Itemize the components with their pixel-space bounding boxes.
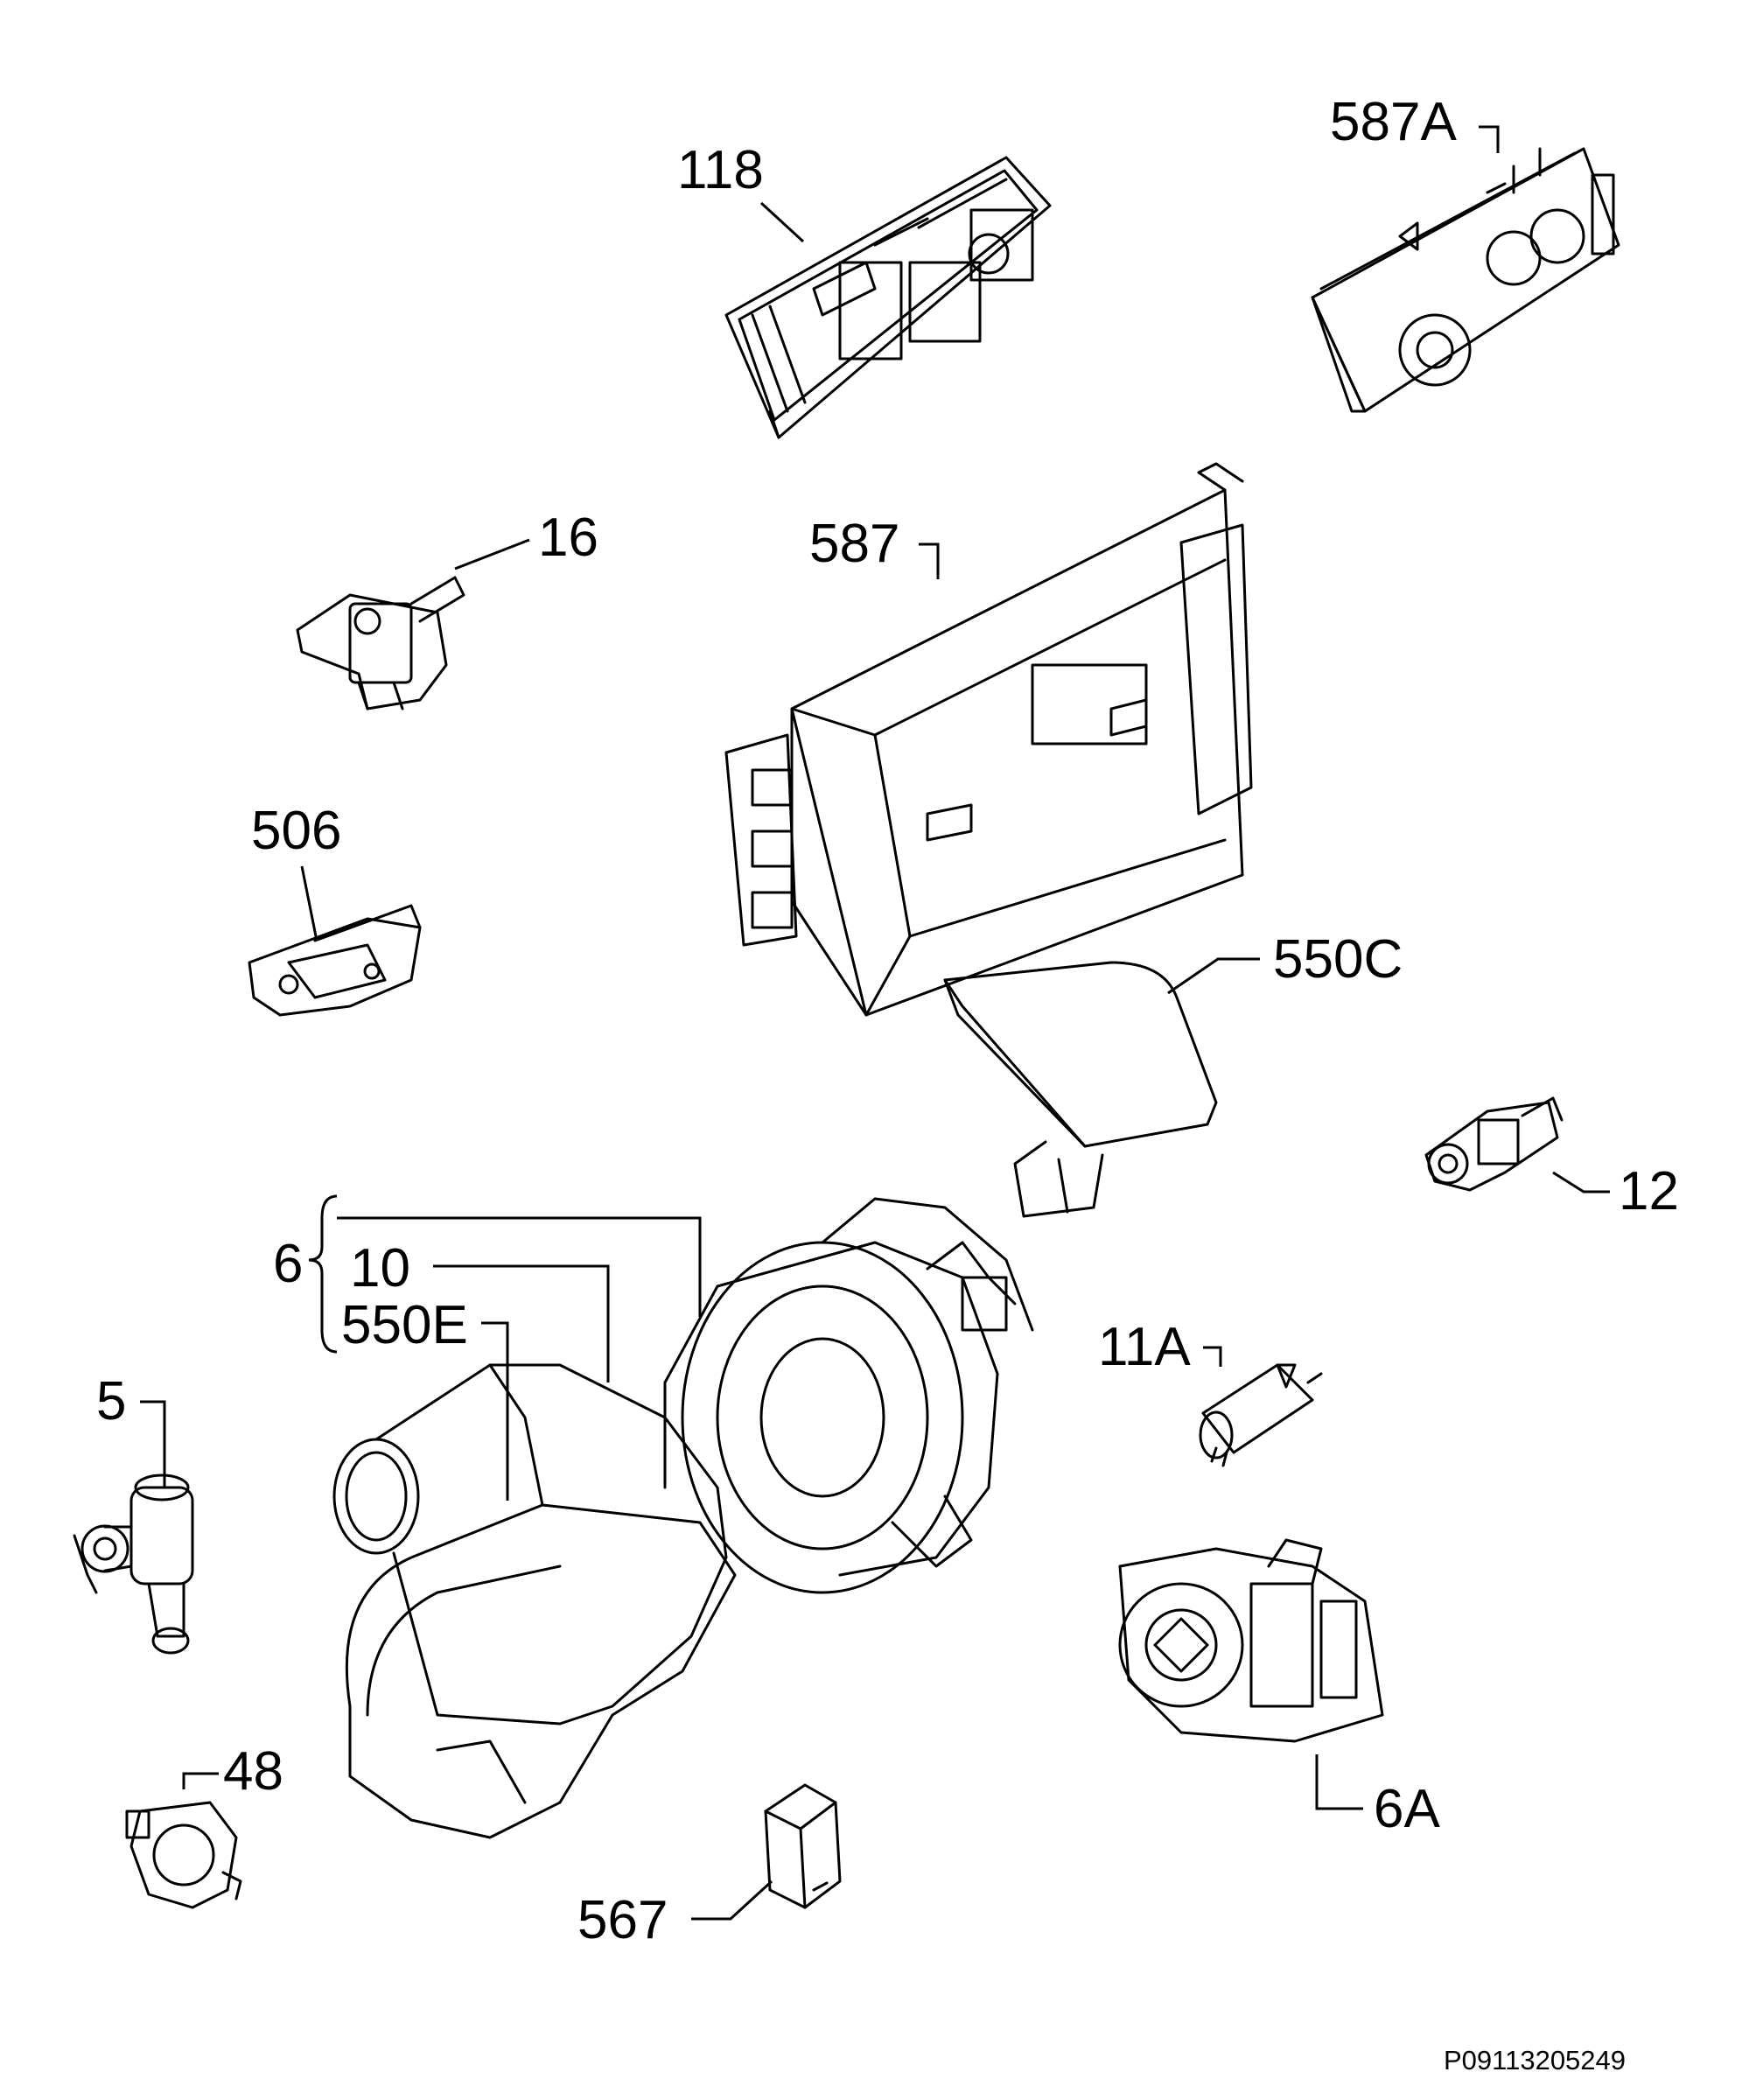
brace-6: [308, 1194, 338, 1354]
label-48: 48: [223, 1741, 283, 1802]
leader-587a: [1479, 125, 1500, 153]
part-5-inlet-valve: [73, 1474, 194, 1655]
part-12-sensor: [1424, 1096, 1564, 1192]
part-587a-selector-module: [1311, 147, 1620, 413]
part-48-pressure-switch: [125, 1801, 242, 1909]
leader-506: [300, 865, 318, 942]
leader-48: [182, 1772, 219, 1789]
leader-567: [691, 1880, 773, 1921]
label-587: 587: [809, 514, 899, 574]
leader-5: [140, 1400, 166, 1488]
label-11a: 11A: [1098, 1317, 1191, 1377]
part-118-control-board: [724, 156, 1052, 439]
label-6a: 6A: [1374, 1779, 1440, 1839]
label-550e: 550E: [341, 1295, 468, 1355]
part-11a-capacitor: [1199, 1363, 1323, 1467]
label-6: 6: [273, 1234, 303, 1294]
leader-550e: [481, 1321, 509, 1501]
leader-6: [337, 1216, 702, 1317]
part-587-main-module: [724, 462, 1253, 1017]
part-6a-drain-pump: [1118, 1538, 1384, 1743]
label-567: 567: [577, 1890, 668, 1950]
part-550c-cover: [943, 961, 1218, 1218]
leader-6a: [1315, 1754, 1363, 1810]
leader-16: [454, 538, 530, 570]
leader-587: [919, 542, 940, 579]
label-10: 10: [350, 1238, 410, 1298]
leader-550c: [1167, 957, 1260, 995]
leader-12: [1552, 1171, 1610, 1194]
label-16: 16: [538, 508, 598, 568]
leader-118: [759, 201, 805, 243]
part-567-connector: [764, 1783, 842, 1909]
reference-code: P09113205249: [1444, 2045, 1626, 2076]
leader-10: [433, 1264, 610, 1382]
label-587a: 587A: [1330, 92, 1457, 152]
part-16-door-lock: [296, 576, 465, 710]
leader-11a: [1203, 1346, 1222, 1367]
label-506: 506: [251, 801, 341, 861]
label-118: 118: [677, 140, 764, 200]
label-5: 5: [96, 1371, 126, 1432]
part-506-latch: [248, 904, 422, 1017]
label-550c: 550C: [1273, 929, 1403, 990]
label-12: 12: [1619, 1161, 1679, 1222]
part-6-circulation-pump-assembly: [332, 1197, 1034, 1839]
